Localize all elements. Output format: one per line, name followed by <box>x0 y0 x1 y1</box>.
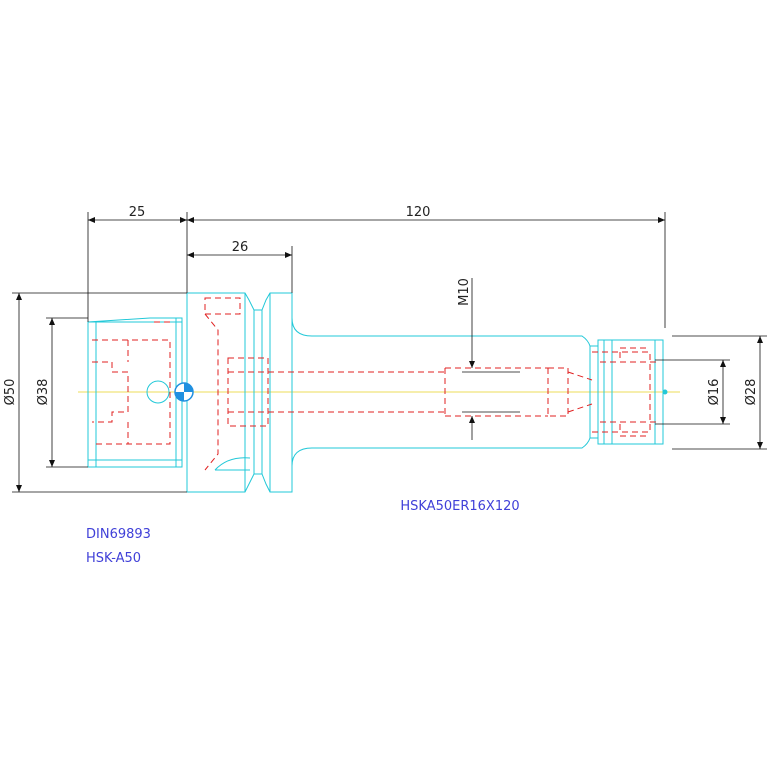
dim-26-label: 26 <box>232 240 249 255</box>
dimension-lines <box>12 212 767 493</box>
dim-phi28-label: Ø28 <box>744 379 759 406</box>
hidden-lines <box>92 297 660 471</box>
dim-m10-label: M10 <box>457 278 472 306</box>
interface-note: HSK-A50 <box>86 551 141 566</box>
standard-note: DIN69893 <box>86 527 151 542</box>
dim-phi16-label: Ø16 <box>707 379 722 406</box>
dim-120-label: 120 <box>406 205 431 220</box>
model-note: HSKA50ER16X120 <box>400 499 519 514</box>
gauge-point-symbol <box>174 382 194 402</box>
tip-point <box>662 389 668 395</box>
dim-25-label: 25 <box>129 205 146 220</box>
holder-outline <box>87 292 664 493</box>
dim-phi50-label: Ø50 <box>3 379 18 406</box>
dim-phi38-label: Ø38 <box>36 379 51 406</box>
